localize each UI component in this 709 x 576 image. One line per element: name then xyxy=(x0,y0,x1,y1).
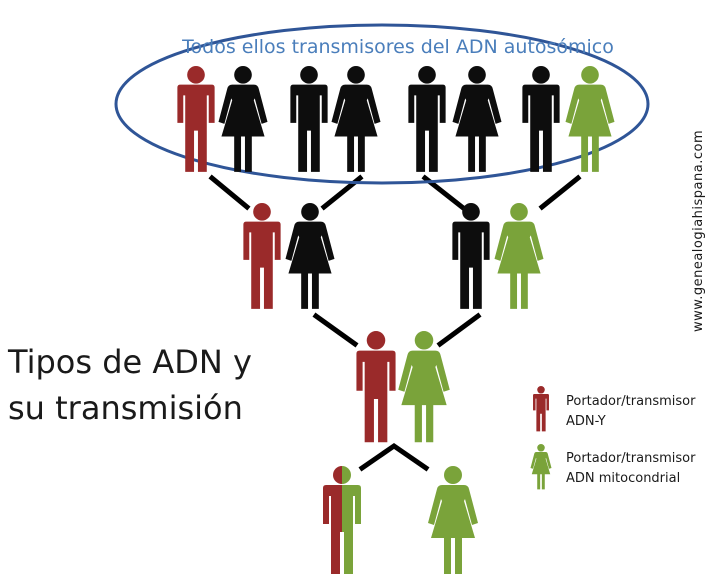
watermark-url: www.genealogiahispana.com xyxy=(691,130,706,332)
parents-female-figure-icon xyxy=(398,331,450,443)
title-line-1: Tipos de ADN y xyxy=(7,343,252,381)
great-grandparents-male-figure-icon xyxy=(522,66,560,172)
children-connector xyxy=(358,442,430,472)
grandparents-female-figure-icon xyxy=(494,203,544,309)
great-grandparents-female-figure-icon xyxy=(331,66,381,172)
connector-lines xyxy=(208,174,582,472)
children-female-figure-icon xyxy=(428,466,478,574)
children-male-figure-icon xyxy=(323,466,361,574)
oval-label: Todos ellos transmisores del ADN autosóm… xyxy=(181,36,614,58)
connector-line xyxy=(208,174,251,211)
connector-line xyxy=(436,312,482,348)
great-grandparents-male-figure-icon xyxy=(408,66,446,172)
great-grandparents-female-figure-icon xyxy=(218,66,268,172)
legend-item-1-line-2: ADN-Y xyxy=(566,414,606,429)
great-grandparents-female-figure-icon xyxy=(452,66,502,172)
grandparents-female-figure-icon xyxy=(285,203,335,309)
grandparents-male-figure-icon xyxy=(452,203,490,309)
great-grandparents-male-figure-icon xyxy=(177,66,215,172)
autosomal-oval xyxy=(114,23,650,185)
great-grandparents-male-figure-icon xyxy=(290,66,328,172)
grandparents-male-figure-icon xyxy=(243,203,281,309)
title-line-2: su transmisión xyxy=(8,389,243,427)
great-grandparents-female-figure-icon xyxy=(565,66,615,172)
figures-layer xyxy=(177,66,615,574)
male-figure-icon xyxy=(533,386,549,432)
connector-line xyxy=(312,312,359,348)
female-figure-icon xyxy=(530,444,552,490)
legend: Portador/transmisor ADN-Y Portador/trans… xyxy=(530,386,696,490)
connector-line xyxy=(538,174,582,211)
legend-item-1-line-1: Portador/transmisor xyxy=(566,394,696,409)
legend-item-2-line-2: ADN mitocondrial xyxy=(566,471,680,486)
legend-item-2-line-1: Portador/transmisor xyxy=(566,451,696,466)
parents-male-figure-icon xyxy=(356,331,396,443)
